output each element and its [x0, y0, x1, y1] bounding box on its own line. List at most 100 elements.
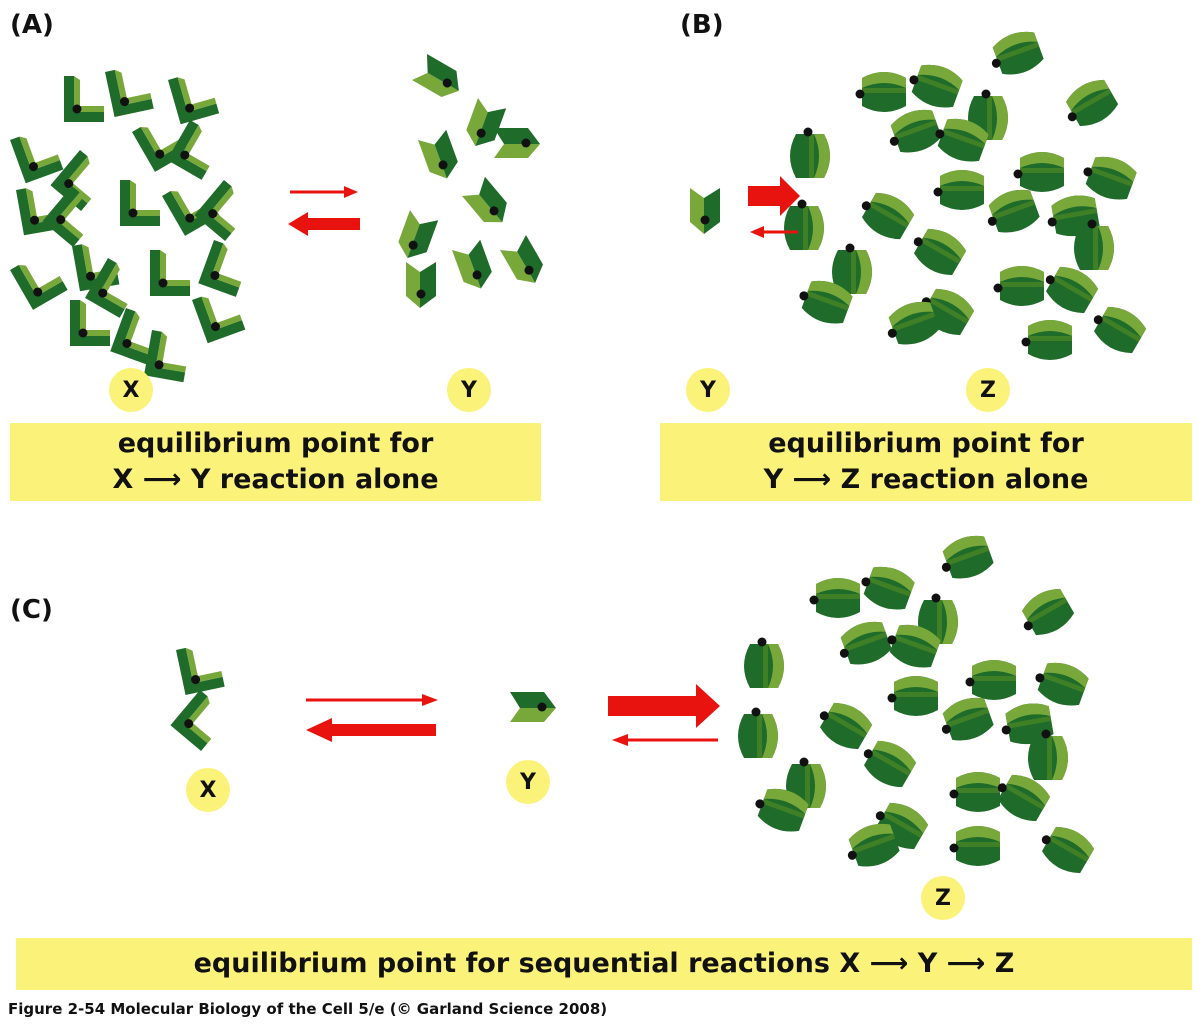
- y-molecule: [494, 128, 540, 158]
- panel-a-x-label: X: [109, 368, 153, 412]
- z-molecule: [790, 127, 830, 178]
- reaction-arrow-icon: ⟶: [142, 464, 182, 495]
- panel-c-banner: equilibrium point for sequential reactio…: [16, 938, 1192, 990]
- z-molecule: [980, 184, 1042, 240]
- reaction-arrow-icon: ⟶: [946, 948, 986, 979]
- panel-a-banner-line2: X ⟶ Y reaction alone: [112, 462, 438, 498]
- z-molecule: [965, 660, 1016, 700]
- z-molecule: [811, 694, 876, 755]
- panel-c-yz-reverse-arrow: [612, 734, 718, 746]
- x-molecule: [167, 120, 225, 180]
- panel-c-x-label: X: [186, 768, 230, 812]
- z-molecule: [832, 616, 894, 672]
- panel-c-z-molecules: [738, 530, 1098, 879]
- panel-a-forward-arrow: [290, 186, 358, 198]
- y-molecule: [690, 188, 720, 234]
- x-molecule: [192, 286, 246, 344]
- panel-c-xy-reverse-arrow: [306, 718, 436, 742]
- z-molecule: [882, 104, 944, 160]
- panel-c-y-label: Y: [506, 760, 550, 804]
- z-molecule: [744, 637, 784, 688]
- x-molecule: [64, 76, 104, 122]
- z-molecule: [1013, 152, 1064, 192]
- panel-c-xy-forward-arrow: [306, 694, 438, 706]
- panel-c-yz-forward-arrow: [608, 684, 720, 728]
- panel-c-label: (C): [10, 595, 53, 625]
- panel-a-banner-from: X: [112, 464, 134, 495]
- y-molecule: [406, 262, 436, 308]
- panel-c-banner-line: equilibrium point for sequential reactio…: [194, 946, 1015, 982]
- panel-c-banner-z: Z: [994, 948, 1015, 979]
- panel-b-y-molecules: [690, 188, 720, 234]
- y-molecule: [412, 54, 467, 103]
- z-molecule: [1074, 219, 1114, 270]
- x-molecule: [176, 641, 225, 695]
- panel-a-y-molecules: [394, 54, 549, 308]
- panel-a-reverse-arrow: [288, 212, 360, 236]
- z-molecule: [809, 578, 860, 618]
- z-molecule: [934, 530, 996, 586]
- panel-a-banner: equilibrium point for X ⟶ Y reaction alo…: [10, 423, 541, 501]
- x-molecule: [105, 63, 154, 117]
- panel-b-banner-to: Z reaction alone: [840, 464, 1089, 495]
- y-molecule: [462, 98, 507, 152]
- z-molecule: [934, 692, 996, 748]
- panel-a-y-label: Y: [447, 368, 491, 412]
- y-molecule: [462, 176, 515, 232]
- panel-b-banner: equilibrium point for Y ⟶ Z reaction alo…: [660, 423, 1192, 501]
- panel-a-label: (A): [10, 10, 54, 40]
- y-molecule: [510, 692, 556, 722]
- panel-a-banner-line1: equilibrium point for: [117, 428, 434, 459]
- y-molecule: [500, 235, 549, 290]
- z-molecule: [1021, 320, 1072, 360]
- z-molecule: [1013, 583, 1078, 644]
- z-molecule: [855, 72, 906, 112]
- z-molecule: [855, 559, 917, 615]
- x-molecule: [168, 68, 220, 125]
- x-molecule: [170, 690, 231, 751]
- panel-a-x-molecules: [10, 63, 255, 383]
- y-molecule: [394, 210, 439, 264]
- reaction-arrow-icon: ⟶: [869, 948, 909, 979]
- panel-c-banner-y: Y: [917, 948, 938, 979]
- x-molecule: [120, 180, 160, 226]
- z-molecule: [984, 26, 1046, 82]
- y-molecule: [418, 129, 462, 184]
- x-molecule: [198, 240, 252, 297]
- panel-b-y-label: Y: [686, 368, 730, 412]
- panel-b-banner-line2: Y ⟶ Z reaction alone: [764, 462, 1089, 498]
- panel-c-x-molecules: [170, 641, 231, 751]
- z-molecule: [887, 676, 938, 716]
- reaction-arrow-icon: ⟶: [792, 464, 832, 495]
- panel-b-label: (B): [680, 10, 724, 40]
- panel-a-banner-to: Y reaction alone: [190, 464, 439, 495]
- panel-c-z-label: Z: [921, 876, 965, 920]
- z-molecule: [784, 199, 824, 250]
- z-molecule: [1057, 74, 1122, 135]
- figure-caption: Figure 2-54 Molecular Biology of the Cel…: [8, 1000, 608, 1018]
- z-molecule: [1029, 655, 1091, 711]
- z-molecule: [738, 707, 778, 758]
- z-molecule: [905, 220, 970, 281]
- panel-b-reverse-arrow: [750, 226, 798, 238]
- z-molecule: [903, 57, 965, 113]
- z-molecule: [853, 184, 918, 245]
- x-molecule: [85, 258, 143, 318]
- z-molecule: [949, 826, 1000, 866]
- x-molecule: [10, 250, 68, 310]
- x-molecule: [194, 180, 255, 241]
- z-molecule: [855, 732, 920, 793]
- x-molecule: [10, 126, 64, 184]
- x-molecule: [42, 186, 103, 247]
- z-molecule: [949, 772, 1000, 812]
- z-molecule: [1028, 729, 1068, 780]
- panel-b-forward-arrow: [748, 176, 800, 216]
- panel-c-y-molecules: [510, 692, 556, 722]
- panel-b-z-label: Z: [966, 368, 1010, 412]
- panel-b-banner-line1: equilibrium point for: [768, 428, 1084, 459]
- panel-c-banner-text: equilibrium point for sequential reactio…: [193, 948, 861, 979]
- z-molecule: [993, 266, 1044, 306]
- z-molecule: [933, 170, 984, 210]
- panel-b-banner-from: Y: [763, 464, 784, 495]
